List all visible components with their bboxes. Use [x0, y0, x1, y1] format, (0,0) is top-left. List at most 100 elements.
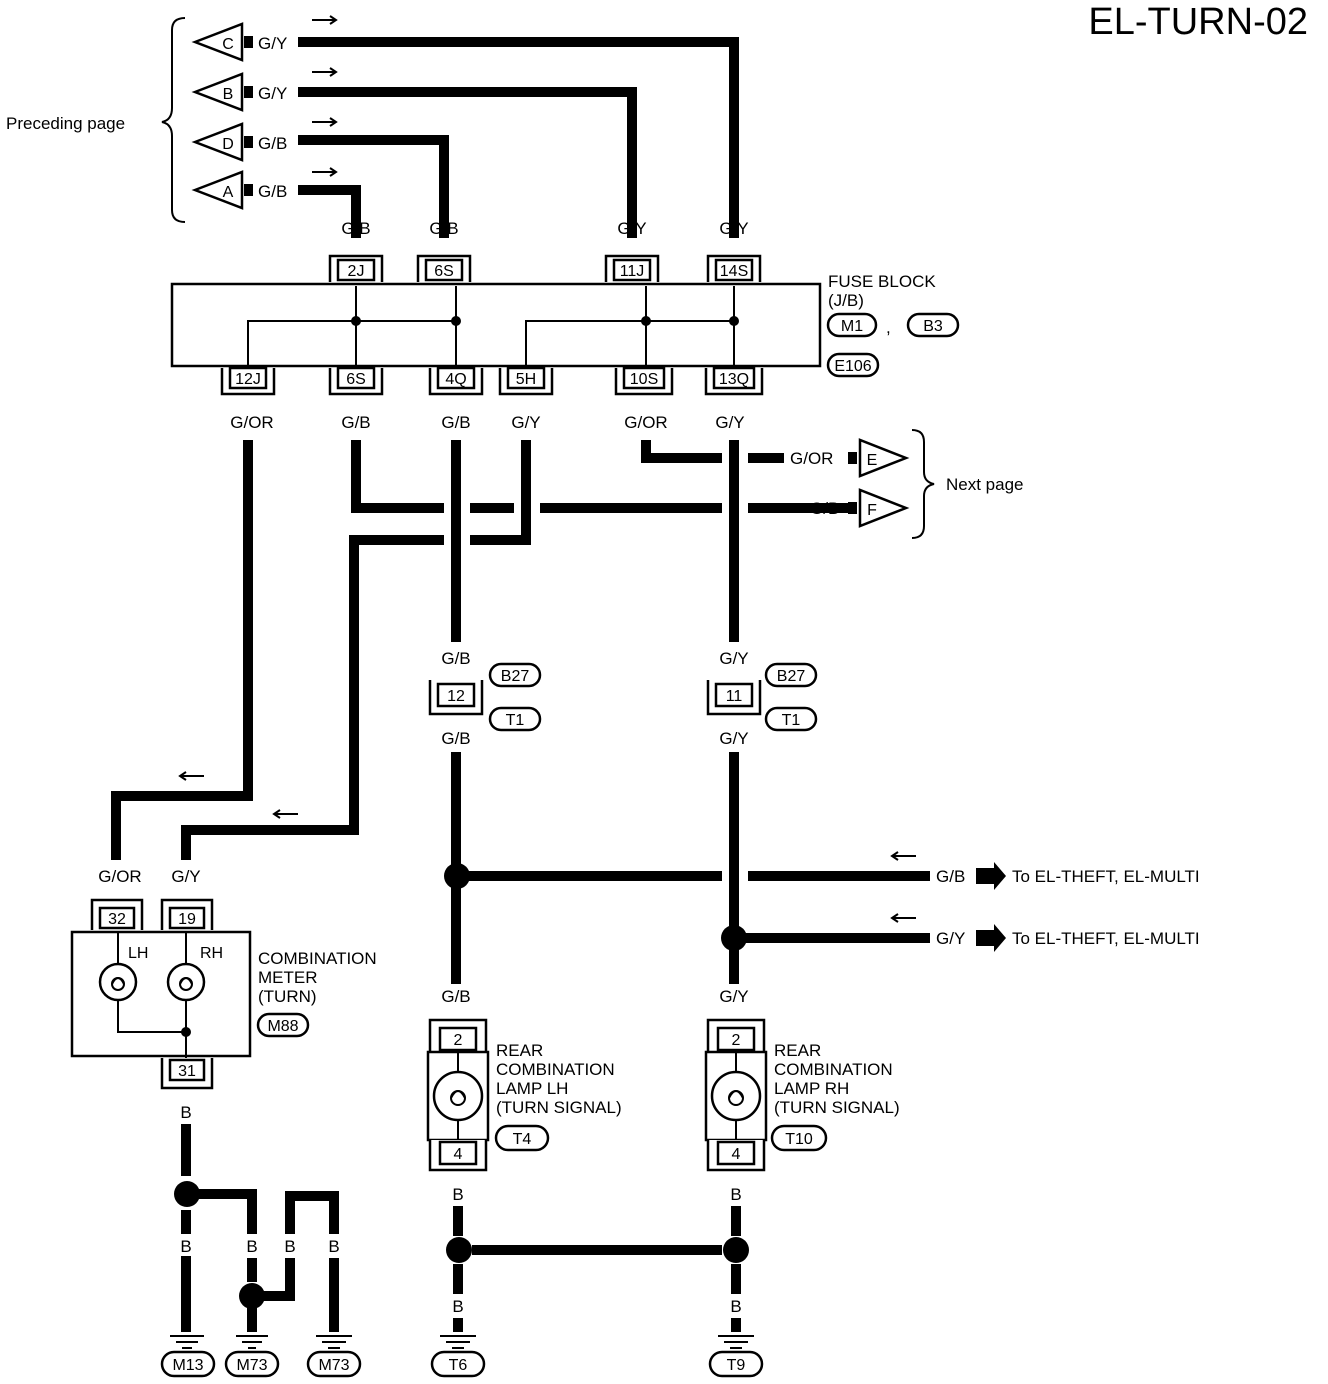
lamp-rh-bulb-icon	[710, 1052, 762, 1140]
left-connector-c: C G/Y	[191, 22, 287, 62]
meter-ground-wire-label-4: B	[284, 1237, 295, 1256]
lamp-ground-splice-rh	[723, 1237, 749, 1263]
top-wire-label-2j: G/B	[341, 219, 370, 238]
joint-connector-12: 12	[428, 680, 484, 716]
svg-text:M1: M1	[841, 318, 863, 335]
svg-text:B3: B3	[923, 318, 943, 335]
fuse-block-ref-e106: E106	[826, 352, 880, 378]
svg-text:12: 12	[447, 688, 465, 705]
lamp-rh-terminal-4: 4	[706, 1140, 766, 1172]
lamp-lh-label-3: LAMP LH	[496, 1079, 568, 1098]
bottom-wire-label-13q: G/Y	[715, 413, 744, 432]
svg-text:T10: T10	[785, 1131, 813, 1148]
svg-text:M13: M13	[172, 1357, 203, 1374]
joint-12-wire-top: G/B	[441, 649, 470, 668]
fuse-block-ref-b3: B3	[906, 312, 960, 338]
svg-text:4: 4	[454, 1146, 463, 1163]
svg-text:6S: 6S	[434, 263, 454, 280]
meter-ground-splice	[174, 1181, 200, 1207]
branch-gy-wire-label: G/Y	[936, 929, 965, 948]
joint-12-ref-bottom: T1	[488, 706, 542, 732]
lamp-rh-label-2: COMBINATION	[774, 1060, 893, 1079]
wire-6s-to-f	[351, 440, 444, 513]
meter-pin-19-wire: G/Y	[171, 867, 200, 886]
svg-text:4Q: 4Q	[445, 371, 466, 388]
svg-text:14S: 14S	[720, 263, 748, 280]
branch-gb-direction-arrow	[890, 851, 916, 861]
joint-connector-11: 11	[706, 680, 762, 716]
svg-text:5H: 5H	[516, 371, 536, 388]
svg-text:31: 31	[178, 1063, 196, 1080]
fuse-terminal-13q: 13Q	[704, 366, 764, 396]
lamp-rh-wire-in: G/Y	[719, 987, 748, 1006]
svg-text:G/B: G/B	[258, 134, 287, 153]
lamp-rh-label-1: REAR	[774, 1041, 821, 1060]
svg-text:E: E	[867, 452, 878, 469]
top-wire-label-14s: G/Y	[719, 219, 748, 238]
lamp-lh-wire-out: B	[452, 1185, 463, 1204]
meter-label-2: METER	[258, 968, 318, 987]
lamp-lh-ref-t4: T4	[494, 1124, 550, 1152]
svg-text:6S: 6S	[346, 371, 366, 388]
preceding-page-brace	[161, 17, 186, 223]
right-wire-label-e: G/OR	[790, 449, 833, 468]
meter-terminal-32: 32	[90, 898, 144, 930]
svg-text:B27: B27	[501, 668, 530, 685]
svg-text:T6: T6	[449, 1357, 468, 1374]
fuse-block-ref-sep: ,	[886, 318, 891, 337]
right-connector-f: F	[848, 488, 910, 528]
fuse-terminal-2j: 2J	[328, 254, 384, 282]
meter-label-1: COMBINATION	[258, 949, 377, 968]
branch-gb-arrow-icon	[976, 862, 1006, 890]
joint-12-ref-top: B27	[488, 662, 542, 688]
lamp-lh-wire-in: G/B	[441, 987, 470, 1006]
svg-text:M88: M88	[267, 1018, 298, 1035]
svg-text:13Q: 13Q	[719, 371, 749, 388]
top-wire-label-11j: G/Y	[617, 219, 646, 238]
svg-text:11: 11	[726, 688, 743, 705]
fuse-block	[170, 282, 822, 368]
svg-text:M73: M73	[236, 1357, 267, 1374]
svg-text:T1: T1	[782, 712, 801, 729]
direction-arrows-top	[312, 15, 338, 177]
meter-wire-arrow-1	[178, 771, 204, 781]
svg-text:E106: E106	[834, 358, 871, 375]
bottom-wire-label-4q: G/B	[441, 413, 470, 432]
svg-text:A: A	[223, 184, 234, 201]
svg-text:G/Y: G/Y	[258, 34, 287, 53]
wire-a-2j	[298, 185, 361, 238]
svg-text:M73: M73	[318, 1357, 349, 1374]
ground-symbol-t9: T9	[708, 1335, 764, 1378]
svg-text:T1: T1	[506, 712, 525, 729]
meter-rh-bulb-icon	[166, 962, 206, 1002]
wire-c-14s	[298, 37, 739, 238]
svg-text:2J: 2J	[348, 263, 365, 280]
meter-ref-m88: M88	[256, 1012, 310, 1038]
joint-11-ref-bottom: T1	[764, 706, 818, 732]
fuse-terminal-6s-top: 6S	[416, 254, 472, 282]
page-title: EL-TURN-02	[1088, 1, 1308, 43]
branch-gy-arrow-icon	[976, 924, 1006, 952]
meter-ground-branch-4	[264, 1258, 295, 1301]
next-page-brace	[911, 429, 935, 539]
fuse-terminal-4q: 4Q	[428, 366, 484, 396]
ground-symbol-t6: T6	[430, 1335, 486, 1378]
svg-text:19: 19	[178, 911, 196, 928]
bottom-wire-label-5h: G/Y	[511, 413, 540, 432]
meter-rh-label: RH	[200, 945, 223, 962]
lamp-rh-label-3: LAMP RH	[774, 1079, 849, 1098]
lamp-lh-label-1: REAR	[496, 1041, 543, 1060]
bottom-wire-label-6s: G/B	[341, 413, 370, 432]
fuse-block-internal	[247, 286, 739, 370]
svg-text:12J: 12J	[235, 371, 261, 388]
meter-lh-bulb-icon	[98, 962, 138, 1002]
svg-text:G/Y: G/Y	[258, 84, 287, 103]
lamp-rh-terminal-2: 2	[706, 1018, 766, 1052]
lamp-rh-ground-wire-label: B	[730, 1297, 741, 1316]
svg-text:B: B	[223, 86, 234, 103]
fuse-block-ref-m1: M1	[826, 312, 878, 338]
splice-gy	[721, 925, 747, 951]
lamp-lh-label-2: COMBINATION	[496, 1060, 615, 1079]
meter-ground-wire-label: B	[180, 1103, 191, 1122]
joint-11-ref-top: B27	[764, 662, 818, 688]
